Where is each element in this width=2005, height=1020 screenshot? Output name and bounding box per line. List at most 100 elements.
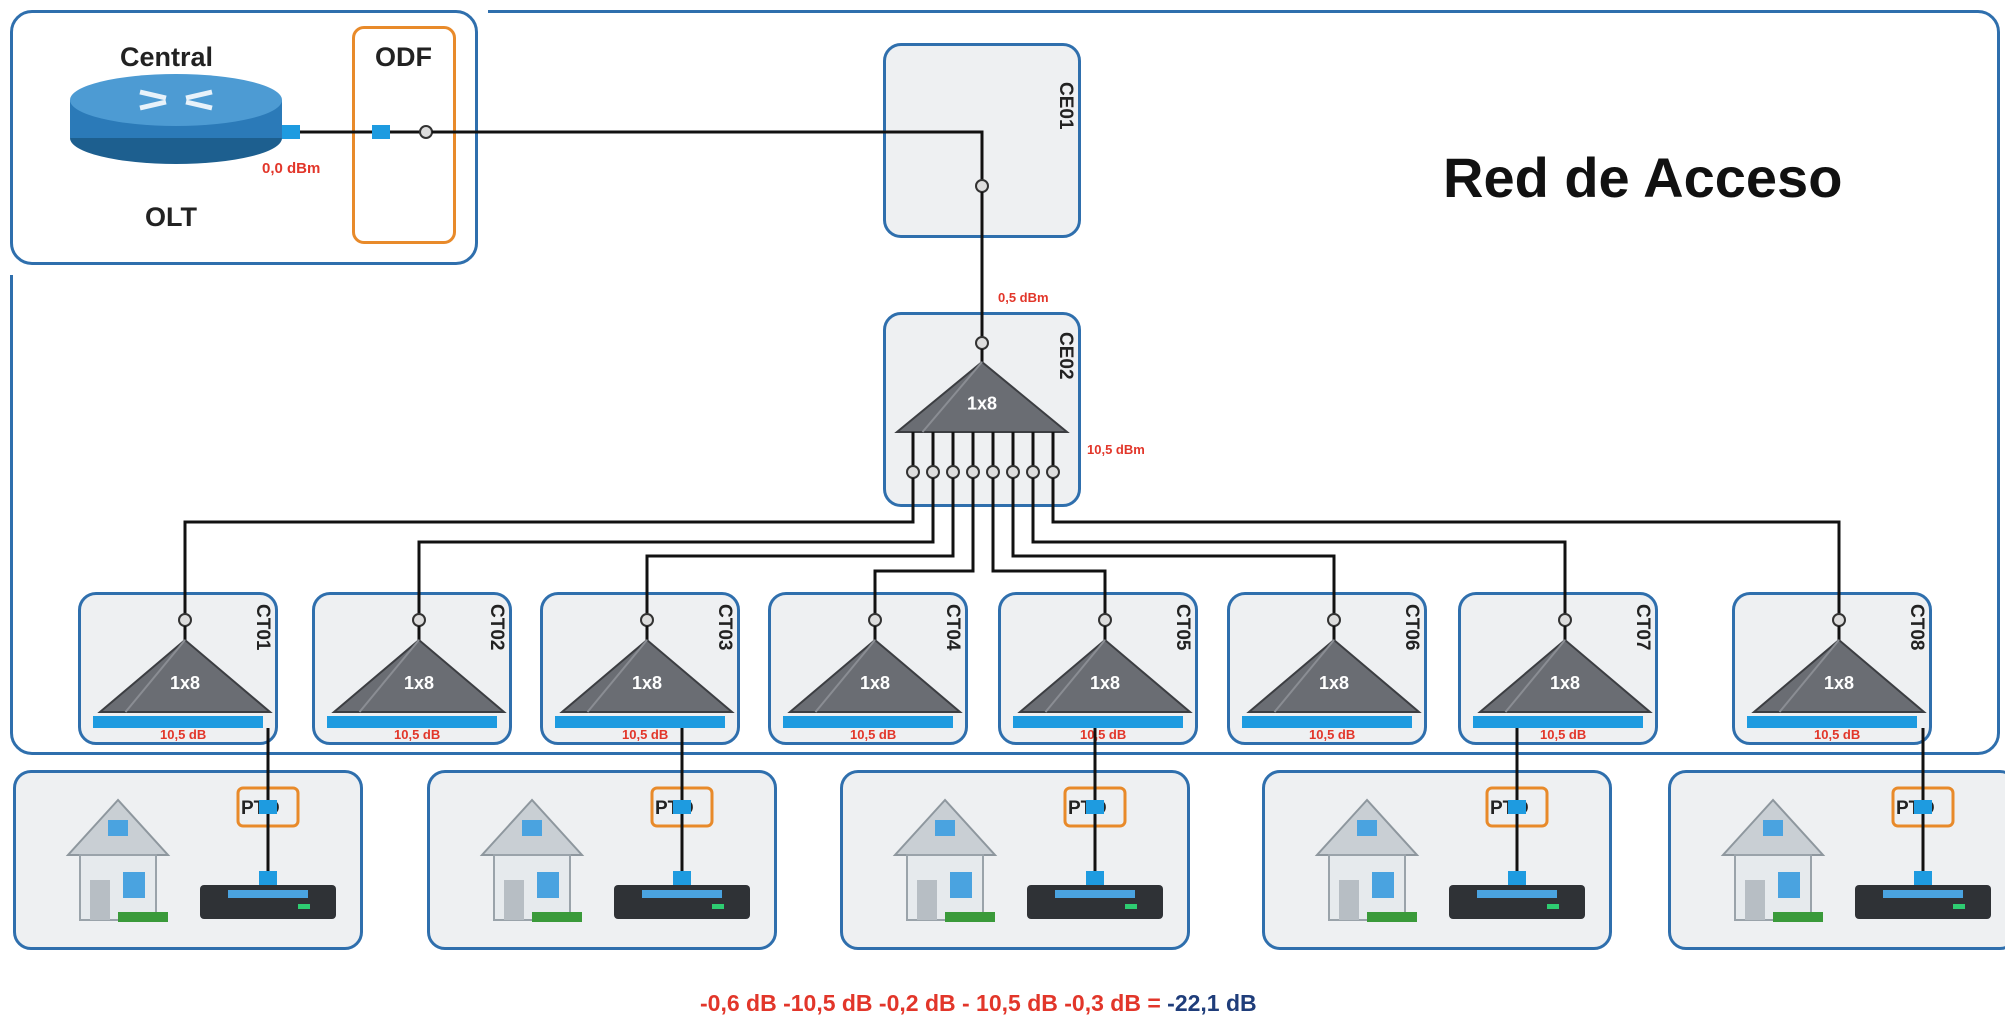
ct-loss-label: 10,5 dB	[1814, 727, 1861, 742]
central-panel	[10, 10, 478, 265]
ont-light-icon	[1055, 890, 1135, 898]
ont-led-icon	[298, 904, 310, 909]
connector-icon	[640, 613, 654, 627]
house-door-icon	[1745, 880, 1765, 920]
splitter-shade-line	[358, 639, 420, 713]
house-window-icon	[950, 872, 972, 898]
home-box	[427, 770, 777, 950]
network-title: Red de Acceso	[1443, 146, 1843, 209]
splitter-output-bar	[327, 716, 497, 728]
ce02-splitter-label: 1x8	[967, 394, 997, 414]
port-icon	[1086, 871, 1104, 885]
ct-loss-label: 10,5 dB	[850, 727, 897, 742]
fiber-line	[1011, 478, 1336, 614]
olt-power-label: 0,0 dBm	[262, 160, 321, 177]
splitter-output-bar	[1013, 716, 1183, 728]
ct-splitter-label: 1x8	[404, 673, 434, 693]
house-bush-icon	[532, 912, 582, 922]
splitter-output-bar	[1242, 716, 1412, 728]
connector-icon	[1832, 613, 1846, 627]
fiber-line	[873, 478, 975, 614]
house-window-icon	[1778, 872, 1800, 898]
connector-icon	[1026, 465, 1040, 479]
ct-splitter-icon	[1751, 638, 1927, 713]
home-box	[1668, 770, 2005, 950]
fiber-line	[183, 478, 915, 614]
house-window-icon	[108, 820, 128, 836]
ont-led-icon	[1953, 904, 1965, 909]
ct-splitter-icon	[1477, 638, 1653, 713]
connector-icon	[966, 465, 980, 479]
port-icon	[673, 800, 691, 814]
ont-led-icon	[1125, 904, 1137, 909]
port-icon	[259, 800, 277, 814]
connector-icon	[1006, 465, 1020, 479]
house-door-icon	[504, 880, 524, 920]
house-window-icon	[537, 872, 559, 898]
connector-icon	[1098, 613, 1112, 627]
house-window-icon	[522, 820, 542, 836]
port-icon	[372, 125, 390, 139]
splitter-output-bar	[555, 716, 725, 728]
port-icon	[1914, 800, 1932, 814]
port-icon	[282, 125, 300, 139]
connector-icon	[178, 613, 192, 627]
ct-loss-label: 10,5 dB	[1309, 727, 1356, 742]
house-window-icon	[1763, 820, 1783, 836]
connector-icon	[1558, 613, 1572, 627]
ct-loss-label: 10,5 dB	[1540, 727, 1587, 742]
connector-icon	[986, 465, 1000, 479]
ct-splitter-icon	[331, 638, 507, 713]
ct-splitter-label: 1x8	[632, 673, 662, 693]
ct-splitter-label: 1x8	[860, 673, 890, 693]
odf-frame	[352, 26, 456, 244]
ont-light-icon	[1477, 890, 1557, 898]
ont-light-icon	[228, 890, 308, 898]
splitter-output-bar	[93, 716, 263, 728]
ont-led-icon	[1547, 904, 1559, 909]
loss-total: -22,1 dB	[1167, 990, 1257, 1016]
ct-splitter-icon	[559, 638, 735, 713]
connector-icon	[975, 179, 989, 193]
house-window-icon	[123, 872, 145, 898]
ct-splitter-label: 1x8	[1550, 673, 1580, 693]
connector-icon	[412, 613, 426, 627]
port-icon	[673, 871, 691, 885]
ct-splitter-label: 1x8	[1319, 673, 1349, 693]
ct-splitter-icon	[1017, 638, 1193, 713]
splitter-output-bar	[1747, 716, 1917, 728]
house-bush-icon	[945, 912, 995, 922]
ct-loss-label: 10,5 dB	[1080, 727, 1127, 742]
house-door-icon	[90, 880, 110, 920]
connector-icon	[975, 336, 989, 350]
ct-splitter-label: 1x8	[1090, 673, 1120, 693]
house-window-icon	[1372, 872, 1394, 898]
splitter-shade-line	[1273, 639, 1335, 713]
connector-icon	[946, 465, 960, 479]
house-bush-icon	[118, 912, 168, 922]
ct-splitter-icon	[97, 638, 273, 713]
ct-splitter-label: 1x8	[1824, 673, 1854, 693]
fiber-line	[417, 478, 935, 614]
splitter-shade-line	[921, 361, 983, 433]
connector-icon	[419, 125, 433, 139]
splitter-shade-line	[1778, 639, 1840, 713]
ont-light-icon	[1883, 890, 1963, 898]
loss-terms: -0,6 dB -10,5 dB -0,2 dB - 10,5 dB -0,3 …	[700, 990, 1161, 1016]
ce02-output-power: 10,5 dBm	[1087, 442, 1145, 457]
ct-loss-label: 10,5 dB	[394, 727, 441, 742]
router-arrows-icon	[139, 89, 213, 111]
house-bush-icon	[1773, 912, 1823, 922]
connector-icon	[926, 465, 940, 479]
house-door-icon	[1339, 880, 1359, 920]
ct-splitter-icon	[1246, 638, 1422, 713]
fiber-line	[1031, 478, 1567, 614]
ct-loss-label: 10,5 dB	[622, 727, 669, 742]
house-window-icon	[935, 820, 955, 836]
port-icon	[1086, 800, 1104, 814]
connector-icon	[868, 613, 882, 627]
splitter-shade-line	[1504, 639, 1566, 713]
connector-icon	[1327, 613, 1341, 627]
ont-light-icon	[642, 890, 722, 898]
